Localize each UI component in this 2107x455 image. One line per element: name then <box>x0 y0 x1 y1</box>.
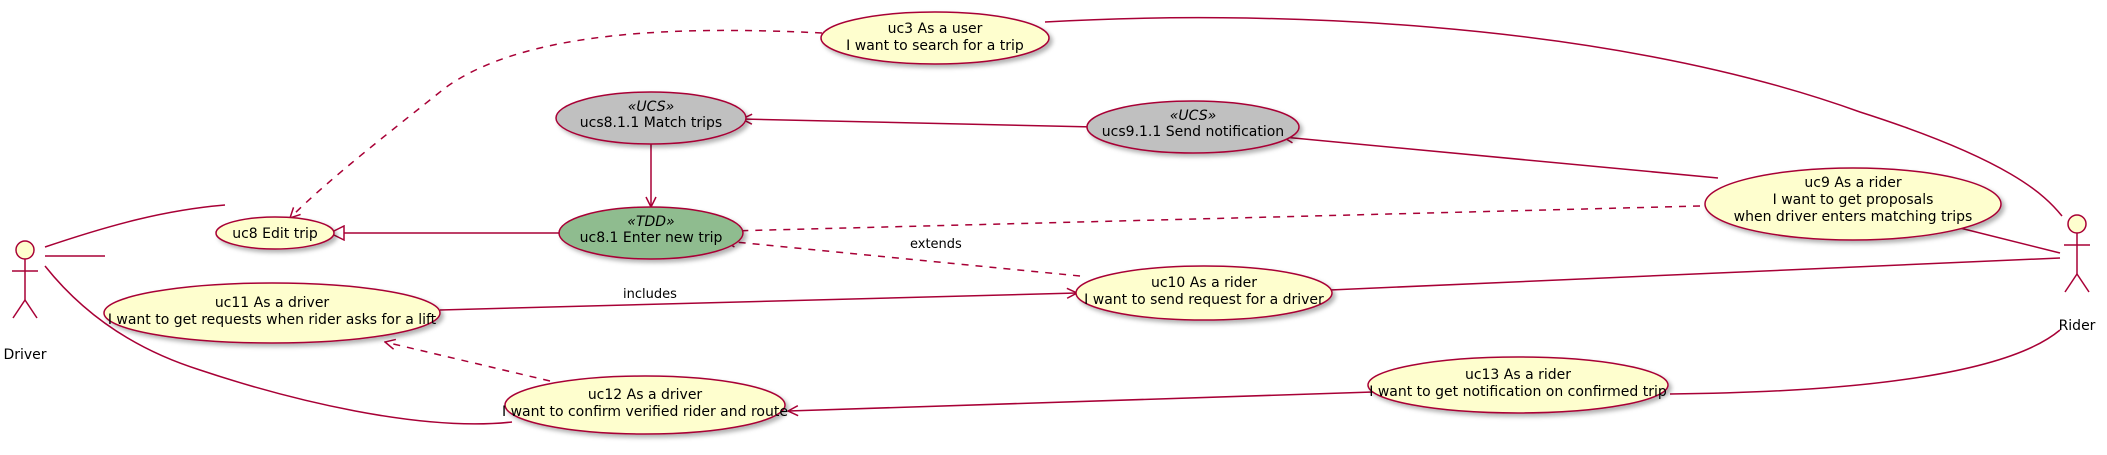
usecase-uc8: uc8 Edit trip <box>215 216 335 250</box>
edge-driver-uc8 <box>44 204 226 248</box>
edges <box>44 16 2063 425</box>
usecase-uc10-line-1: uc10 As a rider <box>1151 275 1257 291</box>
actor-head <box>15 240 35 260</box>
edge-uc11-uc10 <box>439 293 1077 311</box>
usecase-uc81-stereotype: «TDD» <box>627 214 674 230</box>
edge-driver-uc12 <box>44 265 513 425</box>
usecase-uc11-line-2: I want to get requests when rider asks f… <box>108 312 437 328</box>
edge-uc9-rider <box>1959 227 2061 254</box>
edge-label-extends: extends <box>910 237 962 252</box>
usecase-ucs911-stereotype: «UCS» <box>1170 108 1216 124</box>
usecase-uc13: uc13 As a rider I want to get notificati… <box>1367 356 1669 414</box>
usecase-uc13-line-1: uc13 As a rider <box>1465 367 1571 383</box>
edge-uc12-uc11 <box>385 342 551 382</box>
actor-rider: Rider <box>2059 214 2096 334</box>
usecase-uc12-line-2: I want to confirm verified rider and rou… <box>502 404 788 420</box>
usecase-uc9: uc9 As a rider I want to get proposals w… <box>1704 167 2002 241</box>
edge-uc13-uc12 <box>788 391 1374 411</box>
actor-driver-name: Driver <box>3 347 46 363</box>
usecase-uc9-line-1: uc9 As a rider <box>1804 175 1901 191</box>
actor-driver: Driver <box>3 240 47 363</box>
usecase-ucs911-line-1: ucs9.1.1 Send notification <box>1102 124 1284 140</box>
usecase-ucs811-line-1: ucs8.1.1 Match trips <box>580 115 722 131</box>
usecase-uc13-line-2: I want to get notification on confirmed … <box>1369 384 1667 400</box>
usecase-uc3-line-2: I want to search for a trip <box>846 38 1024 54</box>
edge-label-includes: includes <box>623 287 677 302</box>
usecase-uc12-line-1: uc12 As a driver <box>588 387 703 403</box>
edge-uc3-uc8 <box>290 29 823 218</box>
usecase-ucs811-stereotype: «UCS» <box>628 99 674 115</box>
usecase-uc9-line-3: when driver enters matching trips <box>1734 209 1973 225</box>
usecase-uc81-line-1: uc8.1 Enter new trip <box>580 230 723 246</box>
usecase-uc3-line-1: uc3 As a user <box>888 21 983 37</box>
edge-uc13-rider <box>1669 329 2061 395</box>
edge-uc10-uc81 <box>725 241 1081 277</box>
usecase-uc10-line-2: I want to send request for a driver <box>1084 292 1324 308</box>
usecase-uc11-line-1: uc11 As a driver <box>215 295 330 311</box>
usecase-uc10: uc10 As a rider I want to send request f… <box>1075 265 1333 321</box>
usecase-uc8-line-1: uc8 Edit trip <box>232 226 318 242</box>
actor-head <box>2067 214 2087 234</box>
usecase-ucs911: «UCS» ucs9.1.1 Send notification <box>1086 100 1300 154</box>
edge-uc3-rider <box>1044 16 2063 217</box>
actor-rider-name: Rider <box>2059 318 2096 334</box>
usecase-uc12: uc12 As a driver I want to confirm verif… <box>502 375 788 435</box>
usecase-uc3: uc3 As a user I want to search for a tri… <box>820 11 1050 65</box>
edge-uc10-rider <box>1329 257 2061 291</box>
usecase-uc81: «TDD» uc8.1 Enter new trip <box>558 206 744 260</box>
edge-uc9-uc81 <box>730 205 1701 231</box>
edge-uc9-ucs911 <box>1283 137 1719 179</box>
usecase-uc9-line-2: I want to get proposals <box>1773 192 1934 208</box>
usecase-ucs811: «UCS» ucs8.1.1 Match trips <box>555 91 747 145</box>
usecase-uc11: uc11 As a driver I want to get requests … <box>103 282 441 344</box>
edge-ucs911-ucs811 <box>742 119 1096 128</box>
